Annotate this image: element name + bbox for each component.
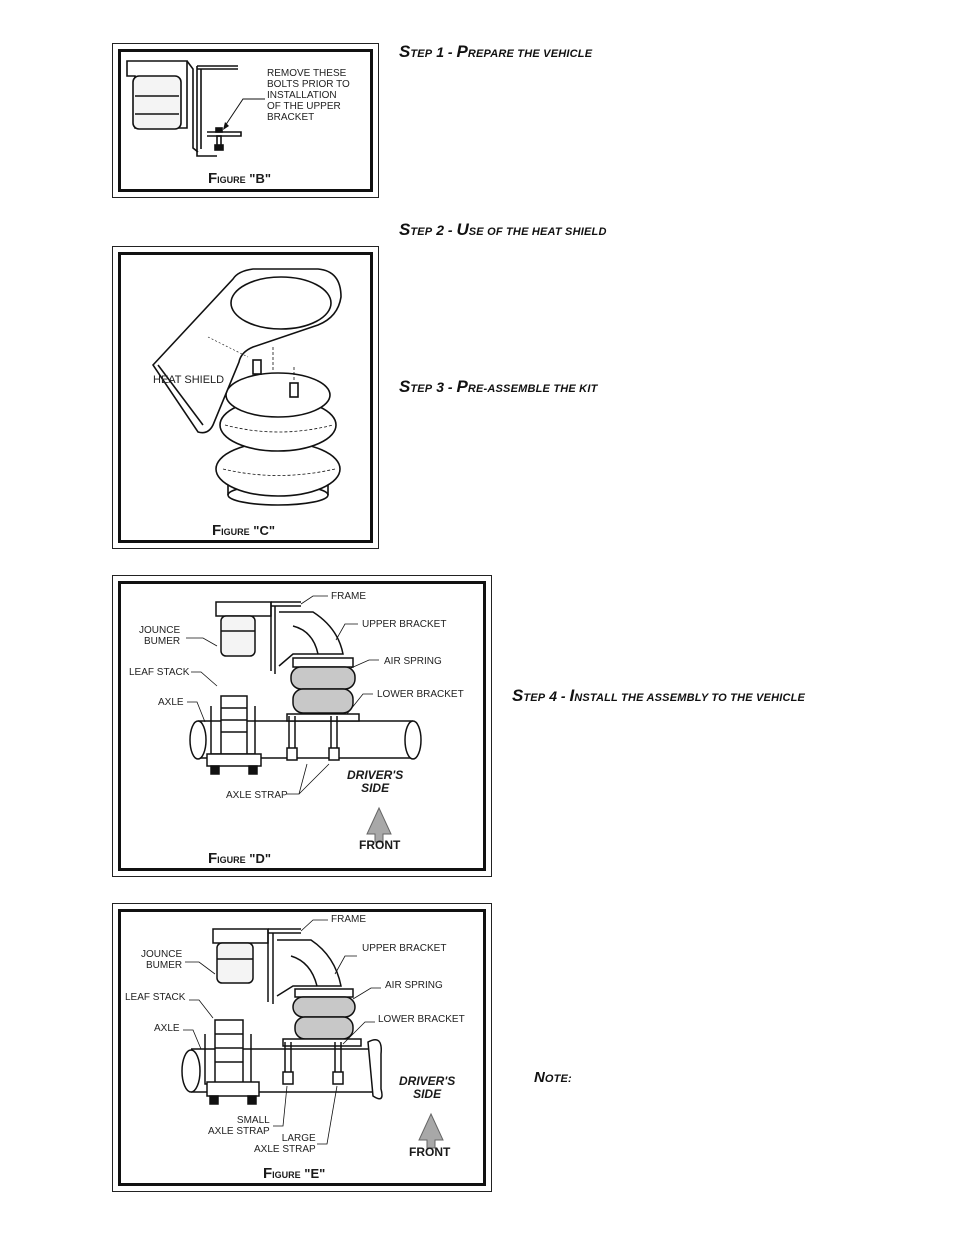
figure-d: FRAME JOUNCE BUMER UPPER BRACKET AIR SPR…	[112, 575, 492, 877]
figure-d-air-spring-label: AIR SPRING	[384, 656, 442, 667]
figure-e-frame-label: FRAME	[331, 914, 366, 925]
figure-e-axle-label: AXLE	[154, 1023, 180, 1034]
note-heading: Note:	[534, 1069, 572, 1086]
figure-c-border	[118, 252, 373, 543]
figure-c-illustration	[151, 268, 342, 506]
step-3-heading: Step 3 - Pre-assemble the kit	[399, 377, 598, 396]
figure-e-caption: Figure "E"	[263, 1165, 326, 1182]
figure-e-air-spring-label: AIR SPRING	[385, 980, 443, 991]
figure-e-jounce-label: JOUNCE BUMER	[141, 949, 183, 971]
figure-d-illustration	[186, 595, 422, 843]
step-2-heading: Step 2 - Use of the heat shield	[399, 220, 607, 239]
figure-b: REMOVE THESE BOLTS PRIOR TO INSTALLATION…	[112, 43, 379, 198]
figure-e-small-strap-label: SMALL AXLE STRAP	[208, 1115, 270, 1137]
figure-d-frame-label: FRAME	[331, 591, 366, 602]
figure-e-border	[118, 909, 486, 1186]
figure-b-illustration	[126, 60, 265, 157]
figure-b-caption: Figure "B"	[208, 170, 272, 187]
figure-e: FRAME JOUNCE BUMER UPPER BRACKET AIR SPR…	[112, 903, 492, 1192]
figure-e-front-label: FRONT	[409, 1145, 451, 1159]
figure-d-axle-label: AXLE	[158, 697, 184, 708]
figure-d-leaf-stack-label: LEAF STACK	[129, 667, 190, 678]
figure-c-caption: Figure "C"	[212, 522, 276, 539]
figure-d-front-label: FRONT	[359, 838, 401, 852]
step-1-heading: Step 1 - Prepare the vehicle	[399, 42, 593, 61]
figure-d-drivers-side: DRIVER'S SIDE	[347, 768, 404, 795]
figure-e-drivers-side: DRIVER'S SIDE	[399, 1074, 456, 1101]
figure-d-border	[118, 581, 486, 871]
figure-b-border	[118, 49, 373, 192]
figure-e-large-strap-label: LARGE AXLE STRAP	[254, 1133, 316, 1155]
figure-c: HEAT SHIELD Figure "C"	[112, 246, 379, 549]
figure-e-upper-bracket-label: UPPER BRACKET	[362, 943, 447, 954]
figure-d-jounce-label: JOUNCE BUMER	[139, 625, 181, 647]
heat-shield-label: HEAT SHIELD	[153, 374, 225, 386]
figure-d-caption: Figure "D"	[208, 850, 272, 867]
figure-d-upper-bracket-label: UPPER BRACKET	[362, 619, 447, 630]
figure-e-lower-bracket-label: LOWER BRACKET	[378, 1014, 465, 1025]
figure-e-leaf-stack-label: LEAF STACK	[125, 992, 186, 1003]
figure-e-illustration	[181, 919, 444, 1149]
figure-b-callout: REMOVE THESE BOLTS PRIOR TO INSTALLATION…	[267, 68, 350, 123]
figure-d-axle-strap-label: AXLE STRAP	[226, 790, 288, 801]
figure-d-lower-bracket-label: LOWER BRACKET	[377, 689, 464, 700]
step-4-heading: Step 4 - Install the assembly to the veh…	[512, 686, 806, 705]
